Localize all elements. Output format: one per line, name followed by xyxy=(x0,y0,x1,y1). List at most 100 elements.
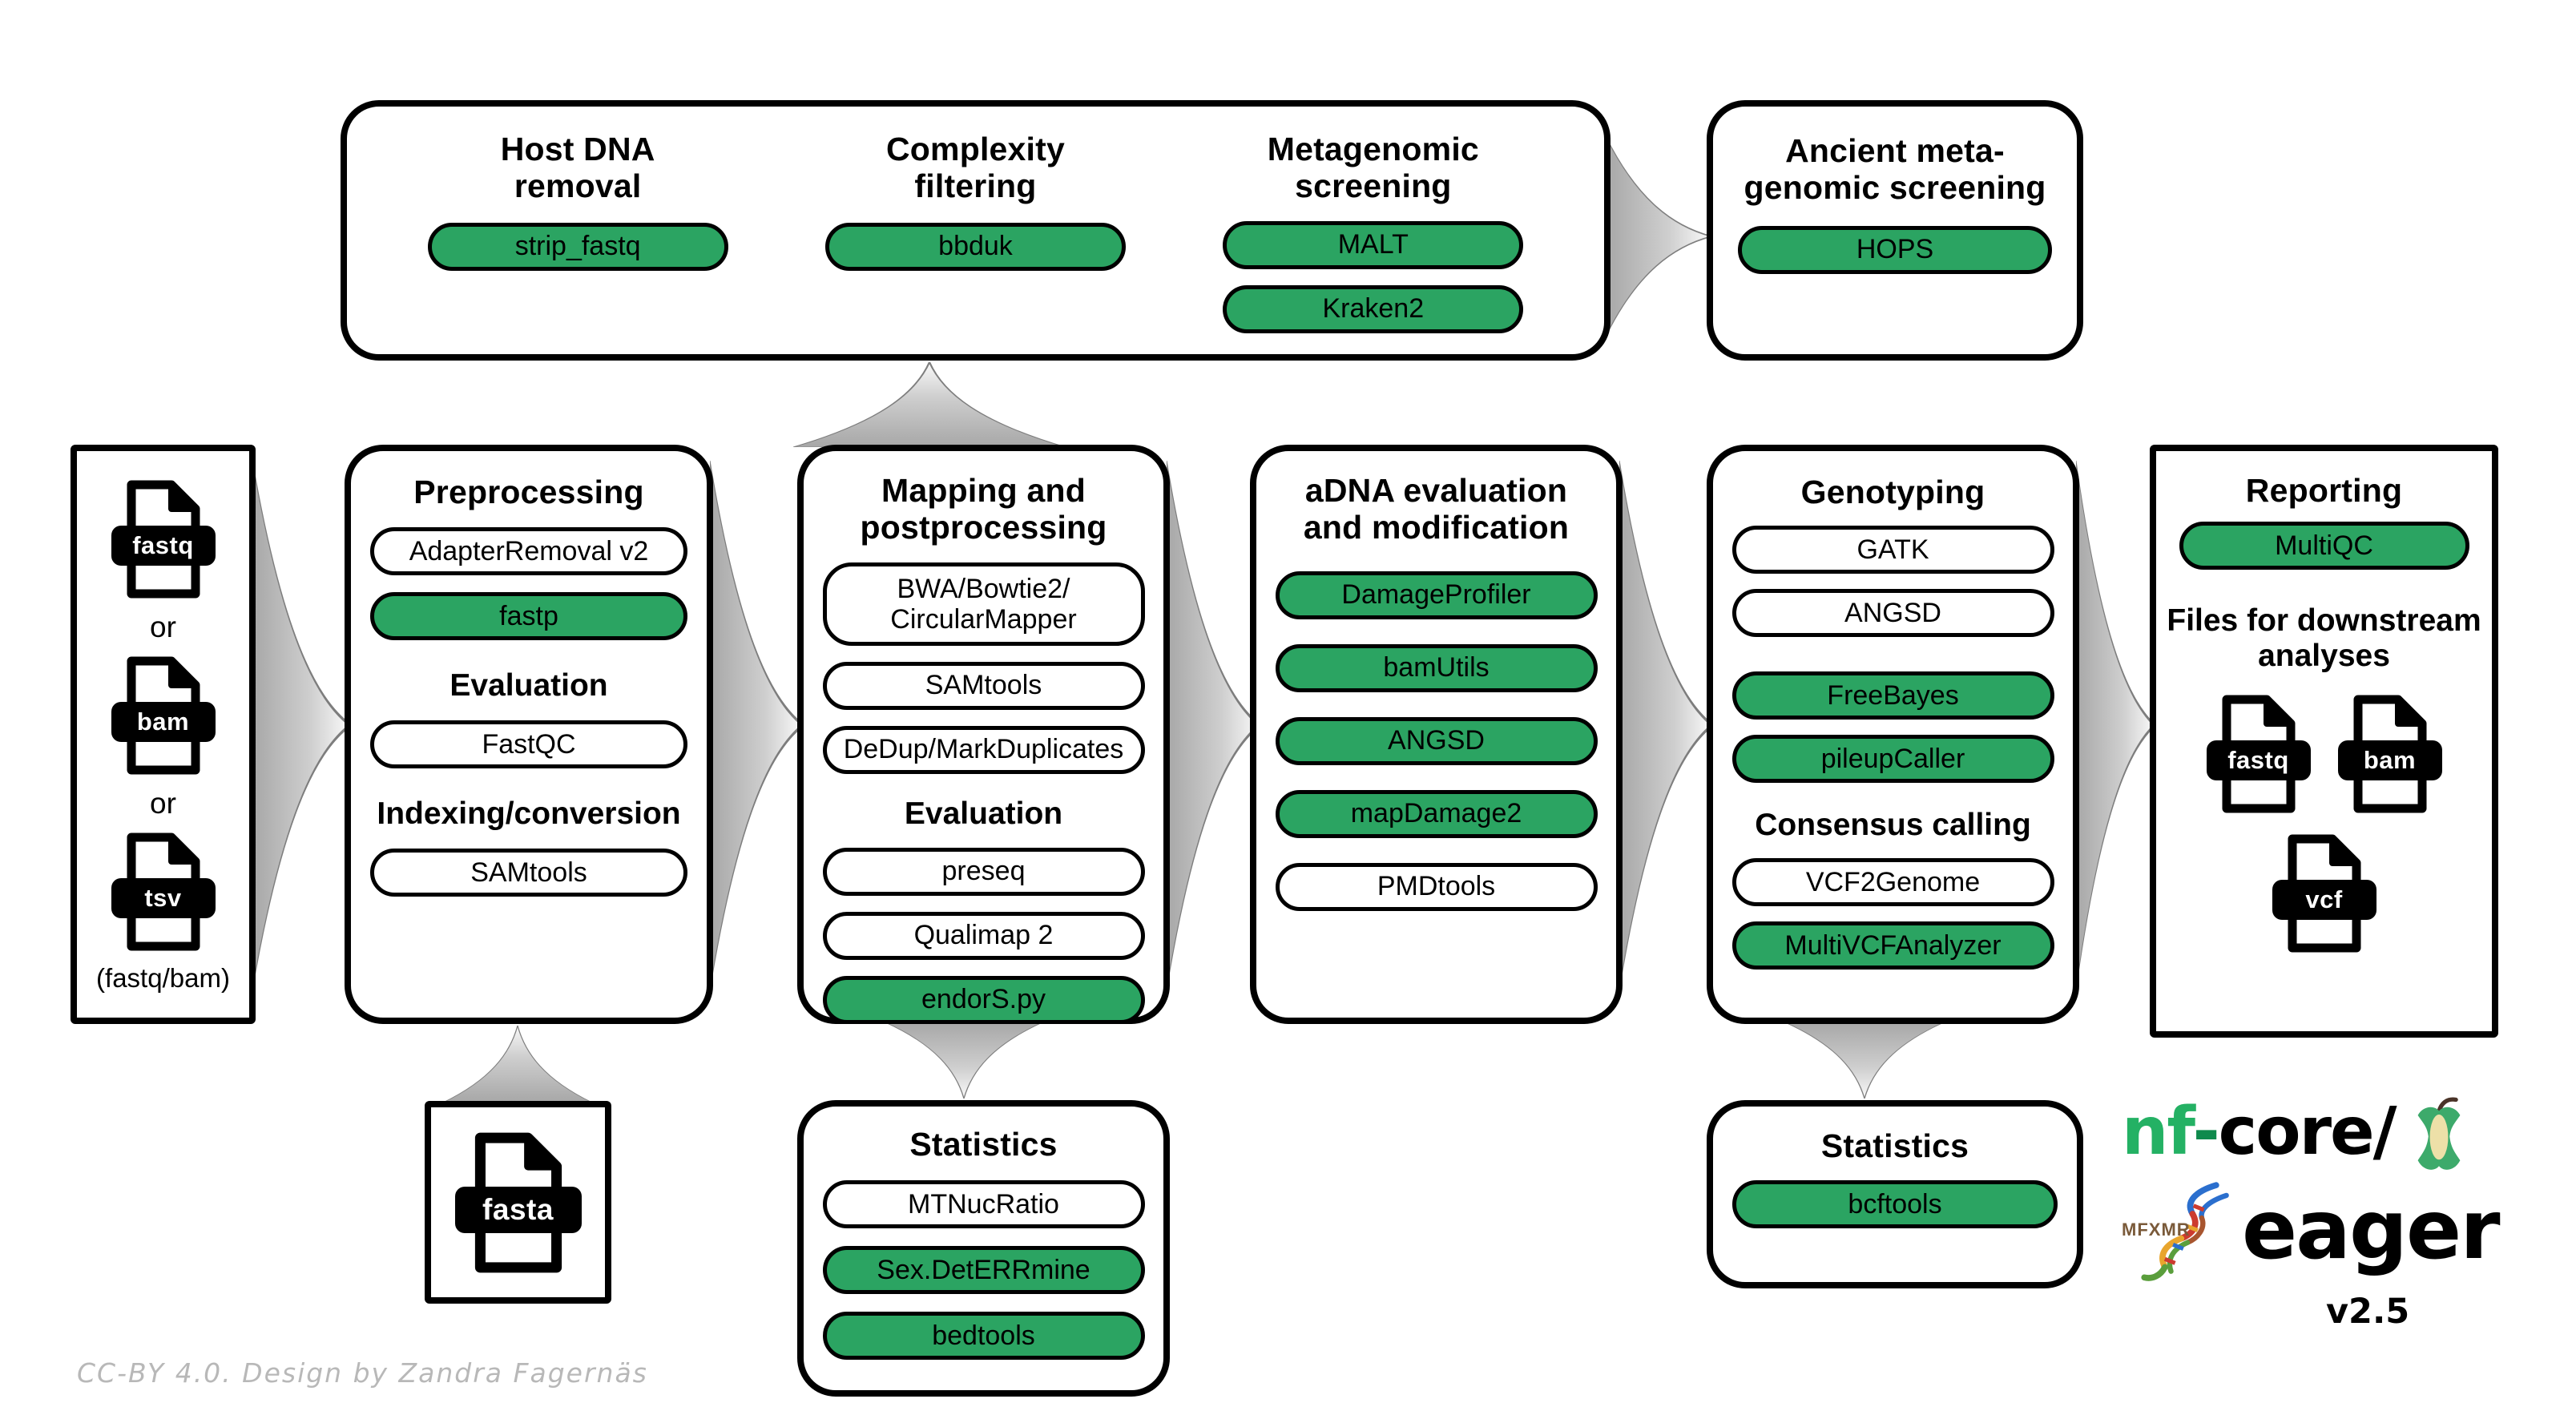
reporting-box: Reporting MultiQC Files for downstream a… xyxy=(2150,445,2498,1038)
statistics-title: Statistics xyxy=(909,1126,1058,1163)
flow-arrow-genotyping-to-statistics xyxy=(1785,1022,1944,1099)
preprocessing-box: Preprocessing AdapterRemoval v2 fastp Ev… xyxy=(345,445,713,1024)
logo-brand-line: nf-core/ xyxy=(2122,1097,2506,1183)
nf-core-eager-logo: nf-core/ xyxy=(2122,1097,2506,1332)
fastq-output-file-label: fastq xyxy=(2206,740,2311,781)
logo-app-line: MFXMR eager xyxy=(2122,1175,2506,1287)
complexity-filtering-heading: Complexity filtering xyxy=(885,131,1065,205)
tool-pill-mtnucratio: MTNucRatio xyxy=(822,1180,1145,1229)
tool-pill-fastp: fastp xyxy=(370,592,687,641)
tool-pill-strip-fastq: strip_fastq xyxy=(427,222,728,271)
genotyping-title: Genotyping xyxy=(1800,474,1985,510)
evaluation-heading: Evaluation xyxy=(904,796,1063,831)
tool-pill-bwa-bowtie2-circularmapper: BWA/Bowtie2/ CircularMapper xyxy=(822,562,1145,646)
bam-output-file-label: bam xyxy=(2337,740,2442,781)
bam-file-icon: bam xyxy=(111,656,216,775)
tool-pill-bamutils: bamUtils xyxy=(1275,643,1598,692)
bam-file-label: bam xyxy=(111,702,216,742)
tool-pill-angsd-adna: ANGSD xyxy=(1275,716,1598,765)
downstream-files-row: fastq bam xyxy=(2206,695,2442,813)
tool-pill-endors-py: endorS.py xyxy=(822,975,1145,1024)
logo-app-name: eager xyxy=(2242,1183,2501,1278)
tsv-file-label: tsv xyxy=(111,878,216,918)
evaluation-heading: Evaluation xyxy=(449,668,608,704)
tool-pill-adapterremoval: AdapterRemoval v2 xyxy=(370,527,687,576)
tool-pill-freebayes: FreeBayes xyxy=(1731,671,2054,720)
tsv-file-icon: tsv xyxy=(111,833,216,951)
indexing-conversion-heading: Indexing/conversion xyxy=(377,796,681,832)
flow-arrow-screening-to-hops xyxy=(1606,136,1711,337)
flow-arrow-mapping-to-adna xyxy=(1167,461,1260,990)
adna-box: aDNA evaluation and modification DamageP… xyxy=(1250,445,1623,1024)
dna-helix-wrap: MFXMR xyxy=(2122,1175,2242,1287)
fastq-file-label: fastq xyxy=(111,526,216,566)
statistics-title: Statistics xyxy=(1820,1127,1969,1164)
statistics-box-genotyping: Statistics bcftools xyxy=(1707,1100,2083,1288)
vcf-output-file-label: vcf xyxy=(2272,880,2376,921)
genotyping-box: Genotyping GATK ANGSD FreeBayes pileupCa… xyxy=(1707,445,2079,1024)
downstream-files-heading: Files for downstream analyses xyxy=(2167,603,2481,674)
host-dna-removal-heading: Host DNA removal xyxy=(500,131,655,205)
logo-hyphen: - xyxy=(2192,1094,2220,1170)
bam-output-file-icon: bam xyxy=(2337,695,2442,813)
ancient-screening-box: Ancient meta- genomic screening HOPS xyxy=(1707,100,2083,361)
flow-arrow-preprocessing-to-mapping xyxy=(710,461,803,990)
tool-pill-kraken2: Kraken2 xyxy=(1223,284,1524,333)
tool-pill-bedtools: bedtools xyxy=(822,1312,1145,1361)
flow-arrow-mapping-to-statistics xyxy=(885,1022,1042,1099)
tool-pill-vcf2genome: VCF2Genome xyxy=(1731,858,2054,907)
tool-pill-damageprofiler: DamageProfiler xyxy=(1275,570,1598,619)
tool-pill-pmdtools: PMDtools xyxy=(1275,862,1598,911)
fasta-file-label: fasta xyxy=(454,1186,582,1233)
logo-nf-text: nf xyxy=(2122,1094,2195,1170)
tool-pill-sex-deterrmine: Sex.DetERRmine xyxy=(822,1246,1145,1295)
complexity-filtering-column: Complexity filtering bbduk xyxy=(779,131,1172,271)
preprocessing-title: Preprocessing xyxy=(413,474,644,510)
fastq-file-icon: fastq xyxy=(111,480,216,599)
metagenomic-screening-heading: Metagenomic screening xyxy=(1267,131,1479,205)
apple-core-icon xyxy=(2417,1097,2461,1170)
flow-arrow-input-to-preprocessing xyxy=(252,461,350,990)
tool-pill-mapdamage2: mapDamage2 xyxy=(1275,789,1598,838)
tool-pill-gatk: GATK xyxy=(1731,526,2054,575)
reporting-title: Reporting xyxy=(2245,472,2403,509)
tool-pill-preseq: preseq xyxy=(822,847,1145,896)
input-box: fastq or bam or tsv (fastq/bam) xyxy=(71,445,256,1024)
flow-arrow-mapping-to-screening xyxy=(793,362,1066,447)
ancient-screening-heading: Ancient meta- genomic screening xyxy=(1744,132,2046,207)
tool-pill-samtools-mapping: SAMtools xyxy=(822,661,1145,710)
fastq-output-file-icon: fastq xyxy=(2206,695,2311,813)
metagenomic-screening-column: Metagenomic screening MALT Kraken2 xyxy=(1176,131,1570,333)
tool-pill-angsd-genotyping: ANGSD xyxy=(1731,589,2054,638)
logo-runes-text: MFXMR xyxy=(2122,1220,2191,1240)
tool-pill-hops: HOPS xyxy=(1738,225,2052,274)
tool-pill-pileupcaller: pileupCaller xyxy=(1731,735,2054,784)
fasta-reference-box: fasta xyxy=(425,1101,611,1304)
mapping-title: Mapping and postprocessing xyxy=(860,472,1107,546)
tool-pill-fastqc: FastQC xyxy=(370,720,687,769)
dna-helix-icon xyxy=(2141,1182,2229,1281)
vcf-output-file-icon: vcf xyxy=(2272,834,2376,953)
or-separator: or xyxy=(150,787,176,820)
flow-arrow-genotyping-to-reporting xyxy=(2076,461,2155,990)
flow-arrow-fasta-to-preprocessing xyxy=(443,1026,592,1103)
logo-core-text: core/ xyxy=(2218,1094,2397,1170)
mapping-box: Mapping and postprocessing BWA/Bowtie2/ … xyxy=(797,445,1170,1024)
adna-title: aDNA evaluation and modification xyxy=(1303,472,1570,546)
consensus-calling-heading: Consensus calling xyxy=(1755,808,2031,843)
input-caption: (fastq/bam) xyxy=(96,963,230,993)
tool-pill-multivcfanalyzer: MultiVCFAnalyzer xyxy=(1731,921,2054,970)
license-credit: CC-BY 4.0. Design by Zandra Fagernäs xyxy=(77,1357,648,1389)
logo-brand-text: nf-core/ xyxy=(2122,1099,2397,1165)
tool-pill-bcftools: bcftools xyxy=(1732,1180,2058,1229)
tool-pill-malt: MALT xyxy=(1223,220,1524,269)
or-separator: or xyxy=(150,611,176,643)
host-dna-removal-column: Host DNA removal strip_fastq xyxy=(381,131,774,271)
fasta-file-icon: fasta xyxy=(454,1132,582,1273)
statistics-box-mapping: Statistics MTNucRatio Sex.DetERRmine bed… xyxy=(797,1100,1170,1397)
logo-version: v2.5 xyxy=(2326,1292,2410,1332)
screening-box: Host DNA removal strip_fastq Complexity … xyxy=(341,100,1611,361)
tool-pill-samtools-indexing: SAMtools xyxy=(370,849,687,897)
tool-pill-dedup-markduplicates: DeDup/MarkDuplicates xyxy=(822,725,1145,774)
